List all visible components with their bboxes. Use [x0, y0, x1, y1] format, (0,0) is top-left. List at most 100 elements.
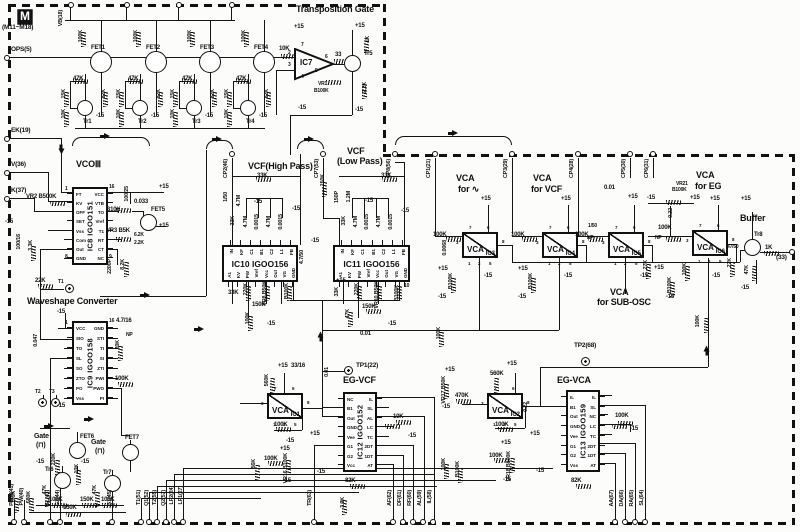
schematic-label: -15: [57, 309, 66, 315]
wire: [300, 154, 301, 245]
schematic-label: DF(61): [397, 490, 403, 506]
wire: [339, 176, 404, 177]
schematic-label: CP2(46): [223, 159, 229, 179]
wire: [600, 415, 605, 417]
wire: [250, 240, 251, 245]
resistor-icon: [76, 470, 81, 485]
connector-point: [650, 151, 656, 157]
flow-arrow-icon: [194, 326, 204, 333]
wire-arc: [395, 136, 512, 145]
wire: [600, 453, 625, 454]
wire: [293, 282, 294, 300]
resistor-icon: [326, 80, 341, 85]
schematic-label: FET3: [200, 45, 214, 51]
wire: [273, 282, 275, 287]
wire: [67, 397, 72, 398]
connector-point: [432, 151, 438, 157]
pin-number: 8: [307, 400, 310, 405]
pin-number: 7: [699, 223, 702, 228]
wire: [179, 108, 186, 109]
pin-label: RT: [98, 237, 104, 243]
resistor-icon: [357, 286, 362, 301]
wire: [8, 138, 61, 139]
transistor-icon: [199, 51, 221, 73]
wire: [300, 408, 322, 409]
pin-label: PW: [356, 270, 362, 278]
schematic-label: 27K: [727, 258, 733, 268]
wire: [424, 416, 425, 523]
pin-label: KF: [239, 249, 244, 255]
wire: [393, 464, 394, 523]
wire: [65, 20, 235, 21]
resistor-icon: [396, 420, 411, 425]
wire: [166, 480, 167, 522]
pin-number: 1: [548, 261, 551, 266]
schematic-label: 150K: [320, 174, 326, 187]
wire: [36, 505, 124, 506]
connector-point: [4, 196, 10, 202]
wire: [377, 436, 389, 437]
pin-label: PW: [245, 270, 251, 278]
schematic-label: 220K: [243, 283, 249, 296]
schematic-label: 10K: [224, 109, 230, 119]
pin-label: SL: [367, 406, 373, 412]
schematic-label: -15: [564, 273, 573, 279]
resistor-icon: [227, 92, 232, 107]
pin-label: 2DT: [587, 443, 596, 449]
wire: [403, 455, 404, 523]
resistor-icon: [82, 503, 97, 508]
wire: [64, 348, 72, 349]
resistor-icon: [31, 246, 36, 261]
schematic-label: -15: [484, 273, 493, 279]
connector-point: [4, 170, 10, 176]
wire: [402, 240, 403, 245]
schematic-label: 100K: [695, 315, 701, 328]
pin-label: KV: [347, 271, 353, 278]
schematic-label: Tr7: [103, 470, 112, 476]
pin-label: TC: [367, 434, 373, 440]
wire: [435, 158, 436, 236]
schematic-label: -15: [438, 294, 447, 300]
schematic-label: K(37): [11, 187, 27, 194]
schematic-label: 100K: [274, 422, 288, 428]
schematic-label: (M11~M18): [2, 24, 34, 31]
schematic-label: AL(59): [417, 490, 423, 506]
schematic-label: -15: [741, 285, 750, 291]
schematic-label: 82K: [571, 478, 582, 484]
schematic-label: -15: [666, 294, 675, 300]
schematic-label: VCA: [533, 173, 552, 183]
wire: [718, 205, 719, 230]
schematic-label: B100K: [667, 277, 673, 294]
resistor-icon: [685, 266, 690, 281]
schematic-label: 22K: [35, 278, 46, 284]
connector-point: [575, 151, 581, 157]
schematic-label: 47K: [744, 265, 750, 275]
flow-arrow-icon: [84, 416, 94, 423]
pin-number: 2: [624, 261, 627, 266]
pin-label: Com: [76, 237, 86, 243]
resistor-icon: [118, 346, 123, 361]
schematic-label: 2: [288, 50, 291, 56]
schematic-label: 100K: [245, 312, 251, 325]
schematic-label: Gate: [34, 433, 49, 440]
schematic-label: 0.01: [360, 331, 371, 337]
pin-label: FB: [289, 249, 294, 255]
wire: [322, 407, 343, 408]
resistor-icon: [103, 92, 108, 107]
wire: [302, 408, 303, 430]
wire: [600, 434, 605, 436]
wire: [179, 81, 180, 108]
pin-number: 2: [503, 422, 506, 427]
schematic-label: 0.22: [523, 402, 529, 412]
schematic-label: 2.2K: [134, 240, 144, 246]
wire: [67, 220, 72, 222]
schematic-label: 150K: [80, 497, 94, 503]
schematic-label: 47K: [92, 485, 98, 495]
pin-number: 5: [635, 261, 638, 266]
flow-arrow-icon: [448, 130, 458, 137]
pin-number: 8: [527, 400, 530, 405]
wire: [740, 250, 741, 262]
schematic-label: 47K: [345, 309, 351, 319]
